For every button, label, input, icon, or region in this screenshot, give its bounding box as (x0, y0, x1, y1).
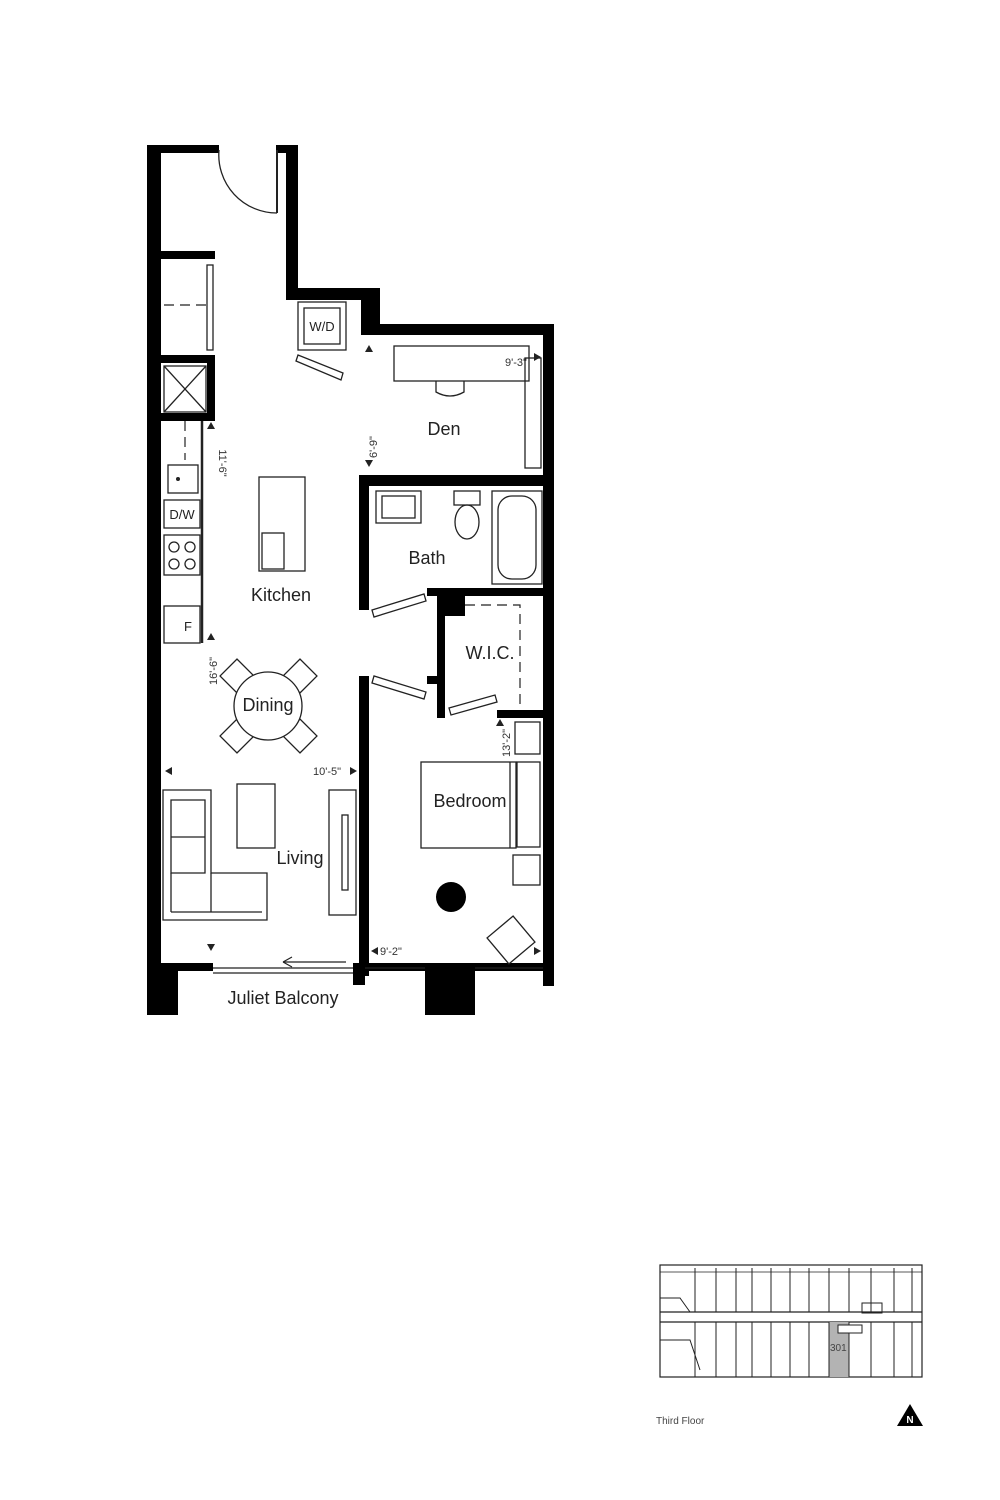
wd-label: W/D (309, 319, 334, 334)
room-label-bedroom: Bedroom (433, 791, 506, 811)
room-label-den: Den (427, 419, 460, 439)
kitchen-island (258, 476, 306, 572)
bedroom-length-dimension: 13'-2" (501, 729, 513, 757)
doors (213, 149, 543, 974)
fridge (163, 605, 201, 644)
armchair (486, 915, 536, 965)
bathtub (491, 490, 543, 585)
dining-set (219, 658, 318, 754)
room-label-bath: Bath (408, 548, 445, 568)
cooktop (163, 534, 201, 576)
round-table (436, 882, 466, 912)
north-label: N (906, 1415, 913, 1426)
shaft (163, 365, 207, 413)
sofa (162, 789, 268, 921)
walls (147, 145, 554, 1015)
dining-table (233, 671, 303, 741)
living-furniture (162, 783, 357, 921)
room-label-wic: W.I.C. (466, 643, 515, 663)
toilet-tank (453, 490, 481, 506)
room-label-balcony: Juliet Balcony (227, 988, 338, 1008)
keyplan-floor-label: Third Floor (656, 1416, 705, 1427)
keyplan-unit-highlight (829, 1322, 849, 1377)
washer-dryer: W/D (297, 301, 347, 351)
kitchen-sink (167, 464, 199, 494)
dishwasher (163, 499, 201, 529)
kitchen-length-dimension: 11'-6" (216, 449, 228, 476)
bedroom-width-dimension: 9'-2" (380, 946, 402, 958)
north-arrow-icon (897, 1404, 923, 1426)
living-width-dimension: 10'-5" (313, 766, 341, 778)
toilet (454, 504, 480, 540)
den-desk (393, 345, 530, 382)
dining-length-dimension: 16'-6" (208, 657, 220, 685)
kitchen-furniture: D/W F (163, 421, 306, 644)
den-chair (435, 381, 465, 397)
room-label-living: Living (276, 848, 323, 868)
den-furniture (393, 345, 542, 469)
fridge-label: F (184, 619, 192, 634)
dw-label: D/W (169, 507, 195, 522)
den-depth-dimension: 6'-9" (368, 436, 380, 458)
bedroom-furniture (420, 761, 536, 965)
dimension-arrows (165, 345, 541, 955)
bed (420, 761, 517, 849)
coffee-table (236, 783, 276, 849)
tv-console (328, 789, 357, 916)
room-label-dining: Dining (242, 695, 293, 715)
keyplan-unit-number: 301 (830, 1343, 847, 1354)
den-shelf (524, 357, 542, 469)
closets (163, 264, 541, 886)
bath-vanity (375, 490, 422, 524)
key-plan: 301 N (659, 1264, 923, 1426)
bath-fixtures (375, 490, 543, 585)
room-label-kitchen: Kitchen (251, 585, 311, 605)
den-width-dimension: 9'-3" (505, 357, 527, 369)
